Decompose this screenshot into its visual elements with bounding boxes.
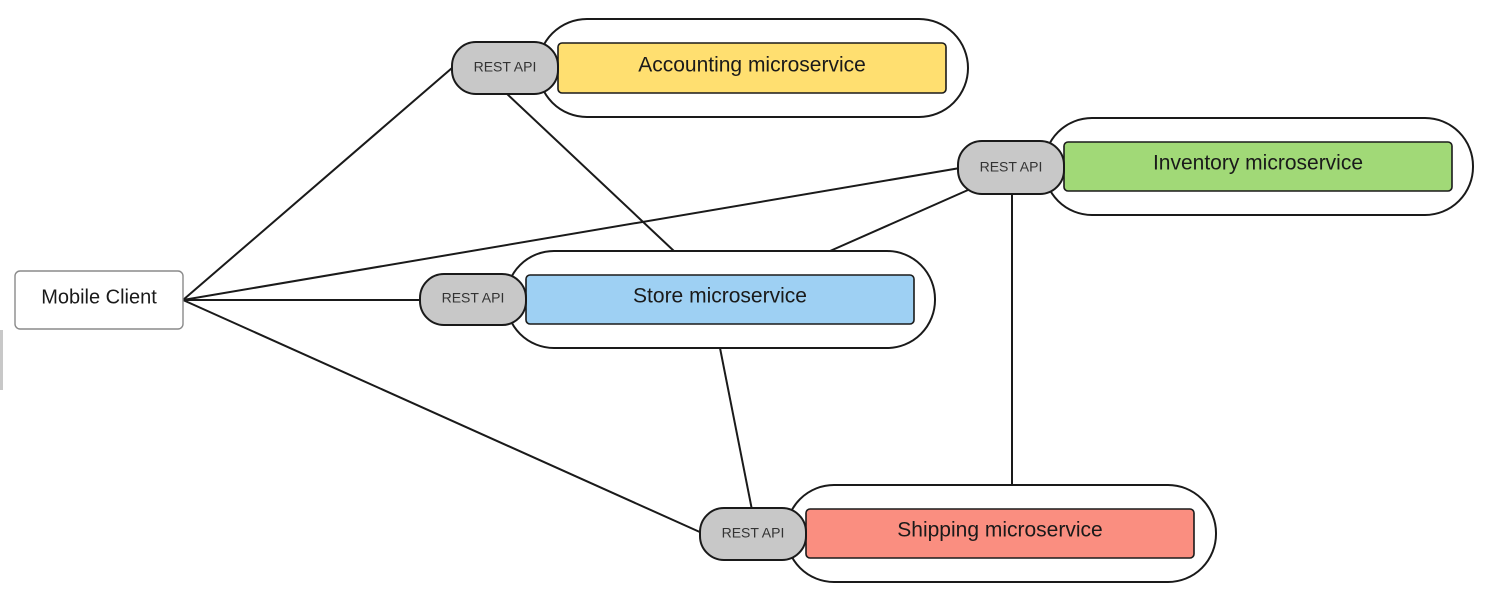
accounting-rest-api	[451, 41, 559, 95]
inventory-service[interactable]: Inventory microservice REST API	[957, 117, 1474, 216]
accounting-rest-api-label: REST API	[474, 59, 537, 75]
inventory-rest-api-label: REST API	[980, 159, 1043, 175]
accounting-service[interactable]: Accounting microservice REST API	[451, 18, 969, 118]
inventory-service-label: Inventory microservice	[1153, 152, 1363, 175]
connections	[182, 67, 1013, 534]
store-service-label: Store microservice	[633, 285, 807, 308]
mobile-client-label: Mobile Client	[41, 286, 157, 308]
shipping-service[interactable]: Shipping microservice REST API	[699, 484, 1217, 583]
edge-mark	[0, 330, 3, 390]
link-inventory-store	[829, 189, 969, 252]
link-client-inventory	[182, 167, 961, 301]
shipping-rest-api-label: REST API	[722, 525, 785, 541]
store-rest-api	[419, 273, 527, 326]
shipping-service-label: Shipping microservice	[897, 519, 1102, 542]
store-rest-api-label: REST API	[442, 290, 505, 306]
inventory-rest-api	[957, 140, 1065, 195]
accounting-service-label: Accounting microservice	[638, 54, 866, 77]
link-client-accounting	[182, 67, 453, 301]
mobile-client-box	[14, 270, 184, 330]
link-store-shipping	[719, 347, 753, 511]
link-accounting-store	[504, 91, 676, 253]
store-service[interactable]: Store microservice REST API	[419, 250, 936, 349]
mobile-client-node[interactable]: Mobile Client	[14, 270, 184, 330]
shipping-rest-api	[699, 507, 807, 561]
link-client-shipping	[182, 299, 703, 534]
